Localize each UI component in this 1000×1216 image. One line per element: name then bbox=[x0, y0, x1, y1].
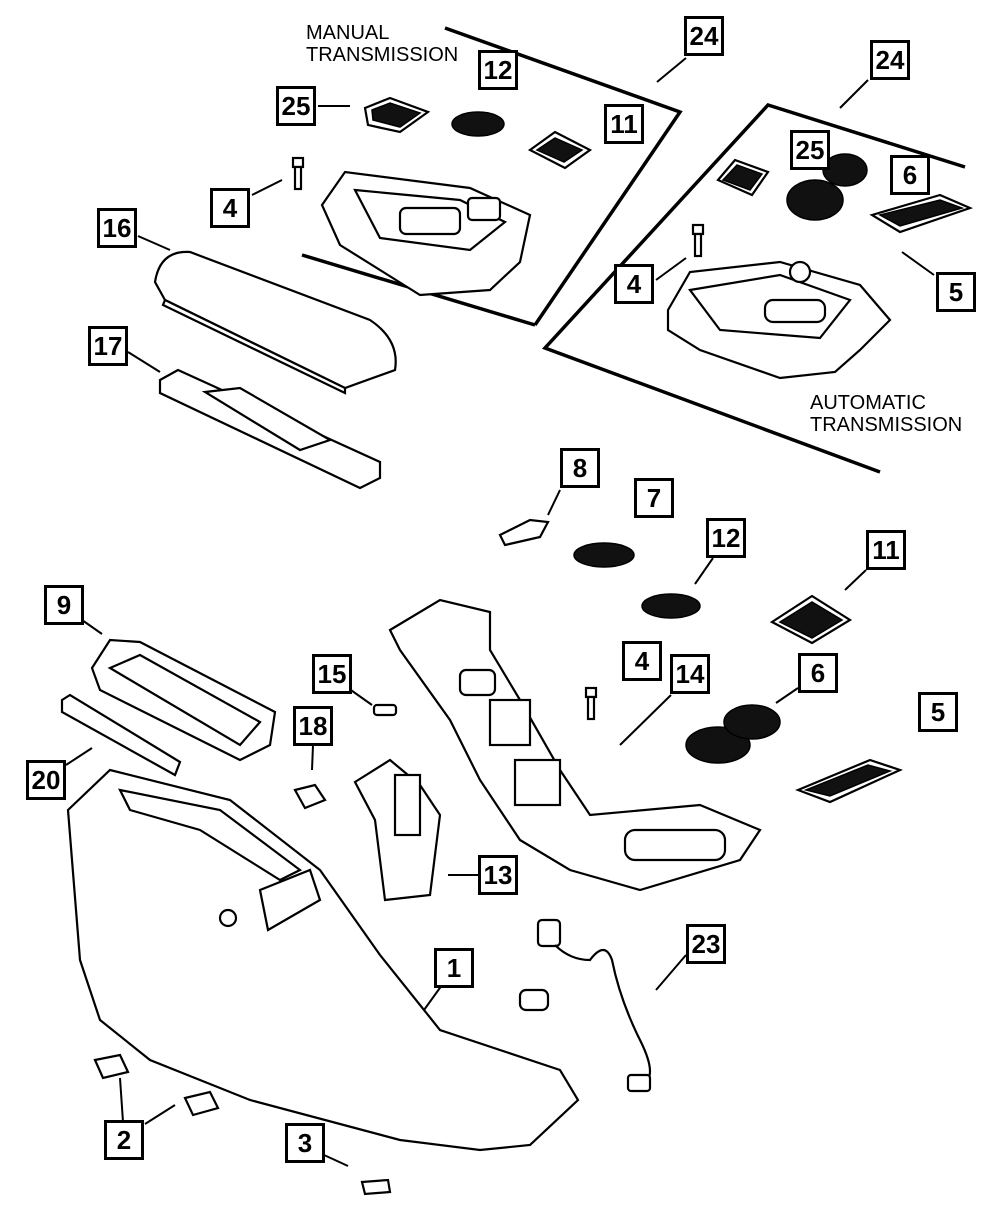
callout-5: 5 bbox=[918, 692, 958, 732]
callout-12: 12 bbox=[478, 50, 518, 90]
callout-11: 11 bbox=[604, 104, 644, 144]
manual-tray-mat-25 bbox=[363, 96, 431, 134]
callout-4: 4 bbox=[210, 188, 250, 228]
manual-transmission-label: MANUAL TRANSMISSION bbox=[306, 22, 458, 66]
automatic-panel-outline bbox=[541, 102, 966, 474]
power-outlet-wiring-23 bbox=[518, 918, 652, 1093]
automatic-tray-mat-5 bbox=[869, 193, 974, 234]
storage-bin-9 bbox=[90, 638, 277, 762]
hinge-plate-17 bbox=[158, 368, 382, 490]
tray-mat-5 bbox=[795, 758, 903, 804]
clip-2b bbox=[183, 1090, 220, 1117]
callout-14: 14 bbox=[670, 654, 710, 694]
callout-5: 5 bbox=[936, 272, 976, 312]
manual-panel-outline bbox=[444, 26, 683, 326]
callout-2: 2 bbox=[104, 1120, 144, 1160]
clip-2a bbox=[93, 1053, 130, 1080]
lamp-socket-15 bbox=[372, 703, 398, 717]
callout-3: 3 bbox=[285, 1123, 325, 1163]
callout-25: 25 bbox=[276, 86, 316, 126]
automatic-transmission-label: AUTOMATIC TRANSMISSION bbox=[810, 392, 962, 436]
tray-mat-11 bbox=[769, 594, 853, 645]
switch-bracket-13 bbox=[353, 758, 442, 902]
manual-cup-mat-12 bbox=[451, 111, 505, 137]
callout-11: 11 bbox=[866, 530, 906, 570]
cupholder-mat-6 bbox=[685, 704, 781, 764]
manual-tray-mat-11 bbox=[527, 130, 593, 170]
callout-24: 24 bbox=[684, 16, 724, 56]
callout-1: 1 bbox=[434, 948, 474, 988]
callout-24: 24 bbox=[870, 40, 910, 80]
callout-4: 4 bbox=[622, 641, 662, 681]
callout-17: 17 bbox=[88, 326, 128, 366]
console-housing-1 bbox=[66, 768, 580, 1152]
callout-6: 6 bbox=[890, 155, 930, 195]
floor-console-14 bbox=[388, 598, 762, 892]
automatic-shifter-bezel bbox=[666, 260, 892, 380]
automatic-label-line1: AUTOMATIC bbox=[810, 392, 926, 414]
clip-3 bbox=[360, 1178, 392, 1196]
screw-4-automatic bbox=[691, 223, 705, 258]
callout-9: 9 bbox=[44, 585, 84, 625]
callout-15: 15 bbox=[312, 654, 352, 694]
callout-7: 7 bbox=[634, 478, 674, 518]
cup-mat-7 bbox=[573, 542, 635, 568]
leader-lines bbox=[65, 57, 935, 1167]
screw-4 bbox=[584, 686, 598, 721]
callout-23: 23 bbox=[686, 924, 726, 964]
armrest-lid-16 bbox=[153, 250, 397, 395]
cup-mat-12 bbox=[641, 593, 701, 619]
connector-18 bbox=[293, 783, 327, 810]
automatic-cupholder-mat-6 bbox=[786, 153, 868, 221]
callout-20: 20 bbox=[26, 760, 66, 800]
bracket-20 bbox=[60, 693, 182, 777]
manual-shifter-bezel bbox=[320, 170, 532, 297]
callout-12: 12 bbox=[706, 518, 746, 558]
callout-13: 13 bbox=[478, 855, 518, 895]
screw-4-manual bbox=[291, 156, 305, 191]
callout-6: 6 bbox=[798, 653, 838, 693]
callout-16: 16 bbox=[97, 208, 137, 248]
manual-label-line1: MANUAL bbox=[306, 22, 390, 44]
manual-label-line2: TRANSMISSION bbox=[306, 44, 459, 66]
automatic-label-line2: TRANSMISSION bbox=[810, 414, 963, 436]
callout-8: 8 bbox=[560, 448, 600, 488]
automatic-tray-mat-25 bbox=[716, 158, 770, 197]
trim-piece-8 bbox=[498, 518, 550, 547]
callout-18: 18 bbox=[293, 706, 333, 746]
callout-4: 4 bbox=[614, 264, 654, 304]
callout-25: 25 bbox=[790, 130, 830, 170]
